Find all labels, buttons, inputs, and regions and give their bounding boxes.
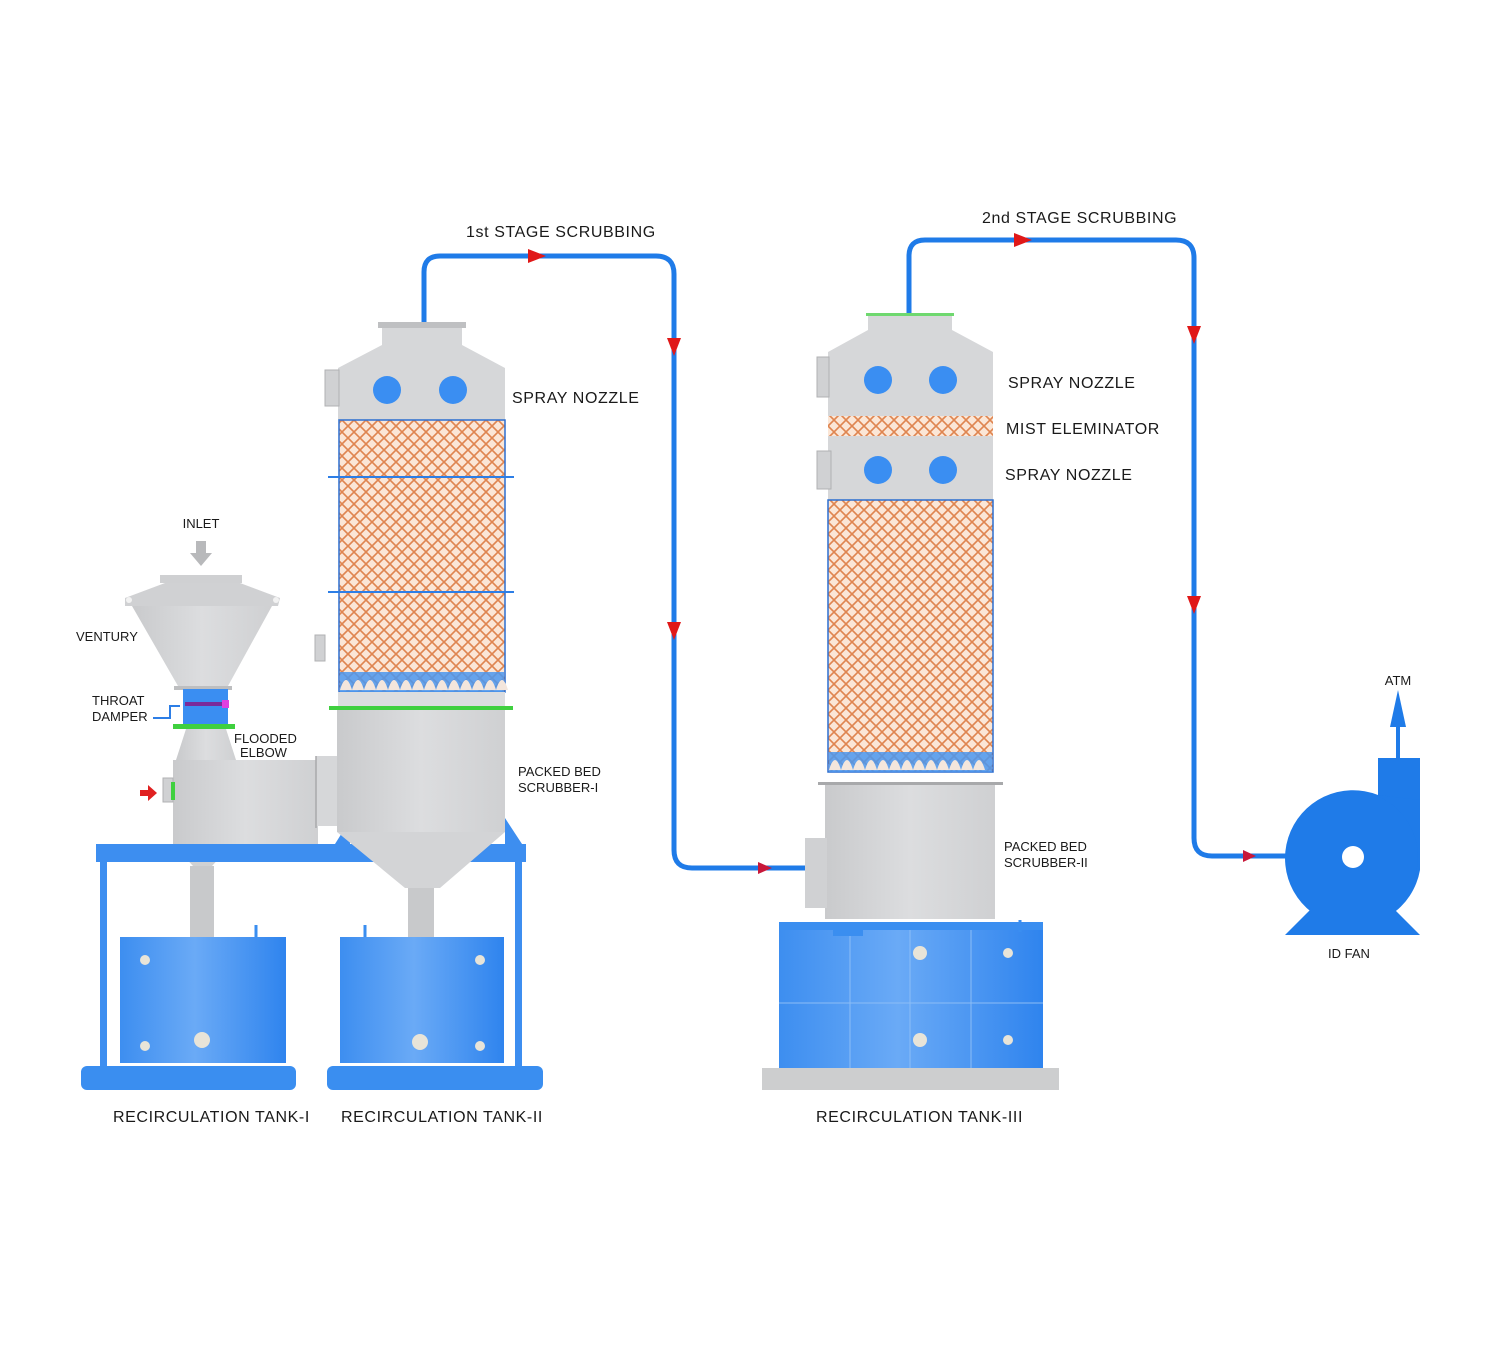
spray-nozzle-icon <box>864 366 892 394</box>
atm-arrow-icon <box>1390 690 1406 727</box>
spray-nozzle-icon <box>929 366 957 394</box>
packing-bed <box>827 499 994 773</box>
flow-arrow-icon <box>1187 326 1201 344</box>
label-tank-2: RECIRCULATION TANK-II <box>341 1109 543 1126</box>
flow-arrow-icon <box>1243 850 1256 862</box>
packing-bed <box>338 419 506 693</box>
flow-arrow-icon <box>1187 596 1201 614</box>
flow-arrow-icon <box>667 338 681 356</box>
venturi-cone <box>132 606 272 686</box>
label-spray-nozzle-2a: SPRAY NOZZLE <box>1008 375 1136 392</box>
label-mist-eliminator: MIST ELEMINATOR <box>1006 421 1160 438</box>
label-flooded-elbow-1: FLOODED <box>234 731 297 746</box>
fan-hub-icon <box>1342 846 1364 868</box>
label-stage-2: 2nd STAGE SCRUBBING <box>982 210 1177 227</box>
mist-eliminator <box>828 416 993 436</box>
flooded-elbow <box>173 760 318 844</box>
recirculation-tank-1 <box>81 925 296 1090</box>
throat-damper[interactable] <box>183 689 228 725</box>
id-fan[interactable] <box>1285 690 1420 935</box>
flow-arrow-icon <box>1014 233 1032 247</box>
spray-nozzle-icon <box>373 376 401 404</box>
spray-nozzle-icon <box>864 456 892 484</box>
label-atm: ATM <box>1385 673 1411 688</box>
label-venturi: VENTURY <box>76 629 138 644</box>
flange-green <box>866 313 954 316</box>
inlet-arrow-icon <box>190 541 212 566</box>
label-spray-nozzle-2b: SPRAY NOZZLE <box>1005 467 1133 484</box>
label-tank-1: RECIRCULATION TANK-I <box>113 1109 310 1126</box>
label-inlet: INLET <box>183 516 220 531</box>
label-id-fan: ID FAN <box>1328 946 1370 961</box>
label-flooded-elbow-2: ELBOW <box>240 745 288 760</box>
stage-1-duct <box>421 249 805 874</box>
label-scrubber-1-a: PACKED BED <box>518 764 601 779</box>
flow-arrow-icon <box>528 249 546 263</box>
recirculation-tank-3 <box>762 920 1059 1090</box>
label-throat-damper-1: THROAT <box>92 693 145 708</box>
label-stage-1: 1st STAGE SCRUBBING <box>466 224 656 241</box>
packed-bed-scrubber-1 <box>314 322 514 1002</box>
label-throat-damper-2: DAMPER <box>92 709 148 724</box>
inlet-side-arrow-icon <box>140 785 157 801</box>
spray-nozzle-icon <box>439 376 467 404</box>
stage-2-duct <box>906 233 1290 862</box>
spray-nozzle-icon <box>929 456 957 484</box>
label-tank-3: RECIRCULATION TANK-III <box>816 1109 1023 1126</box>
label-scrubber-2-b: SCRUBBER-II <box>1004 855 1088 870</box>
label-spray-nozzle-1: SPRAY NOZZLE <box>512 390 640 407</box>
flow-arrow-icon <box>758 862 772 874</box>
label-scrubber-2-a: PACKED BED <box>1004 839 1087 854</box>
flange-green <box>329 706 513 710</box>
flow-arrow-icon <box>667 622 681 640</box>
packed-bed-scrubber-2 <box>805 313 1003 919</box>
recirculation-tank-2 <box>327 925 543 1090</box>
flange-green <box>173 724 235 729</box>
label-scrubber-1-b: SCRUBBER-I <box>518 780 598 795</box>
